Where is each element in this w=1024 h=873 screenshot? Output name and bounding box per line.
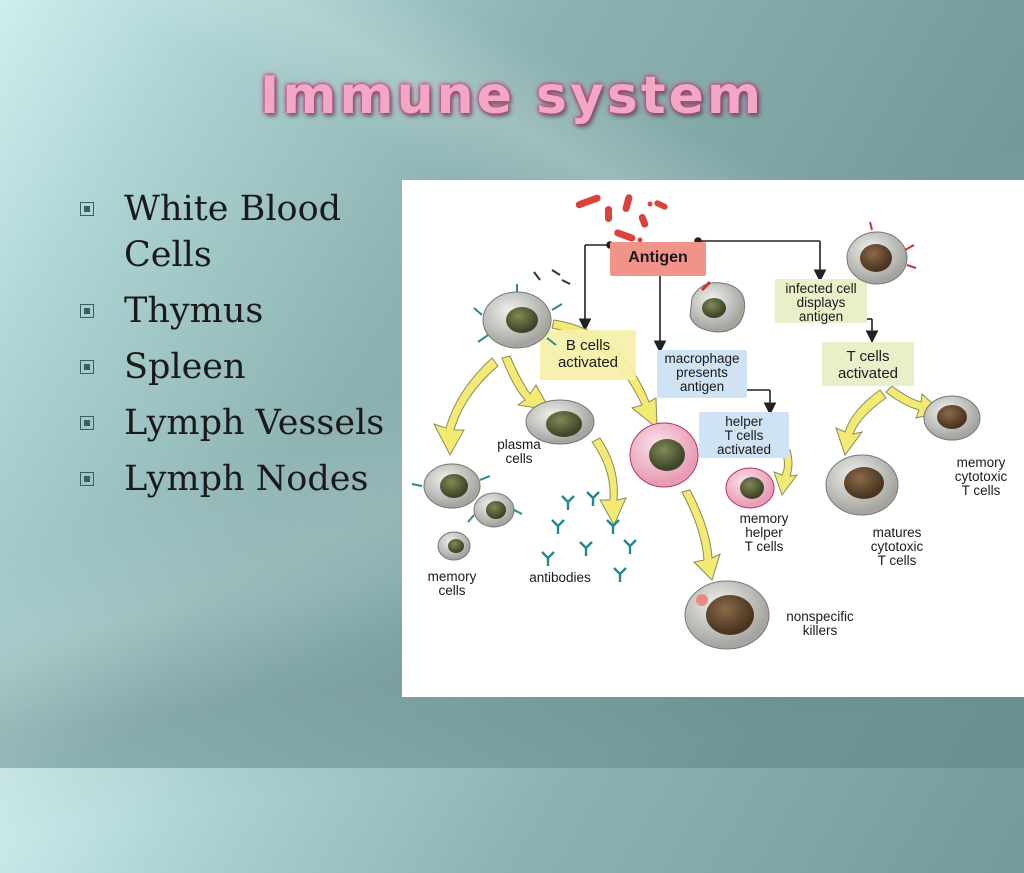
plasma-cell-icon xyxy=(525,399,595,445)
bullet-text: Spleen xyxy=(124,347,246,387)
cytotoxic-cell-icon xyxy=(825,454,899,516)
infected-cell-box xyxy=(775,279,867,323)
t-cells-box xyxy=(822,342,914,386)
infected-cell-icon xyxy=(846,221,917,285)
bullet-marker-icon xyxy=(80,416,94,430)
bullet-text: White Blood Cells xyxy=(124,189,342,275)
helper-t-label: helper T cells activated xyxy=(716,414,772,457)
memory-helper-label: memory helper T cells xyxy=(739,511,789,554)
immune-response-diagram: Antigen B cells activated macrophage pre… xyxy=(402,180,1024,697)
slide-title: Immune system xyxy=(259,66,765,126)
bullet-marker-icon xyxy=(80,360,94,374)
bullet-item: White Blood Cells xyxy=(80,186,390,278)
memory-helper-cell-icon xyxy=(725,467,775,509)
b-cells-box xyxy=(540,330,636,380)
bullet-text: Lymph Nodes xyxy=(124,459,369,499)
bullet-text: Thymus xyxy=(124,291,264,331)
memory-cytotoxic-cell-icon xyxy=(923,395,981,441)
connector-lines xyxy=(578,237,879,416)
b-cells-label: B cells activated xyxy=(557,337,619,371)
macrophage-label: macrophage presents antigen xyxy=(664,351,740,394)
t-cells-label: T cells activated xyxy=(837,348,899,382)
memory-cytotoxic-label: memory cytotoxic T cells xyxy=(954,455,1008,498)
antibodies-label: antibodies xyxy=(529,570,591,585)
bacteria-icon xyxy=(575,194,668,243)
bullet-item: Lymph Vessels xyxy=(80,400,390,446)
macrophage-icon xyxy=(689,280,746,333)
helper-t-box xyxy=(699,412,789,458)
nonspecific-killer-icon xyxy=(684,580,770,650)
bullet-marker-icon xyxy=(80,472,94,486)
plasma-cells-label: plasma cells xyxy=(497,437,541,466)
memory-cell-icon xyxy=(411,463,523,561)
diagram-graphics xyxy=(411,194,981,650)
antibodies-icon xyxy=(541,491,637,582)
bullet-list: White Blood Cells Thymus Spleen Lymph Ve… xyxy=(80,186,390,512)
bullet-marker-icon xyxy=(80,202,94,216)
infected-cell-label: infected cell displays antigen xyxy=(785,281,857,324)
bullet-item: Spleen xyxy=(80,344,390,390)
antigen-box xyxy=(610,242,706,276)
nonspecific-killers-label: nonspecific killers xyxy=(786,609,854,638)
b-cell-icon xyxy=(473,269,571,349)
matures-cytotoxic-label: matures cytotoxic T cells xyxy=(870,525,924,568)
macrophage-box xyxy=(657,350,747,398)
bullet-item: Thymus xyxy=(80,288,390,334)
bullet-item: Lymph Nodes xyxy=(80,456,390,502)
bullet-marker-icon xyxy=(80,304,94,318)
antigen-label: Antigen xyxy=(628,249,688,266)
memory-cells-label: memory cells xyxy=(427,569,477,598)
activated-cell-icon xyxy=(629,422,699,488)
bullet-text: Lymph Vessels xyxy=(124,403,385,443)
